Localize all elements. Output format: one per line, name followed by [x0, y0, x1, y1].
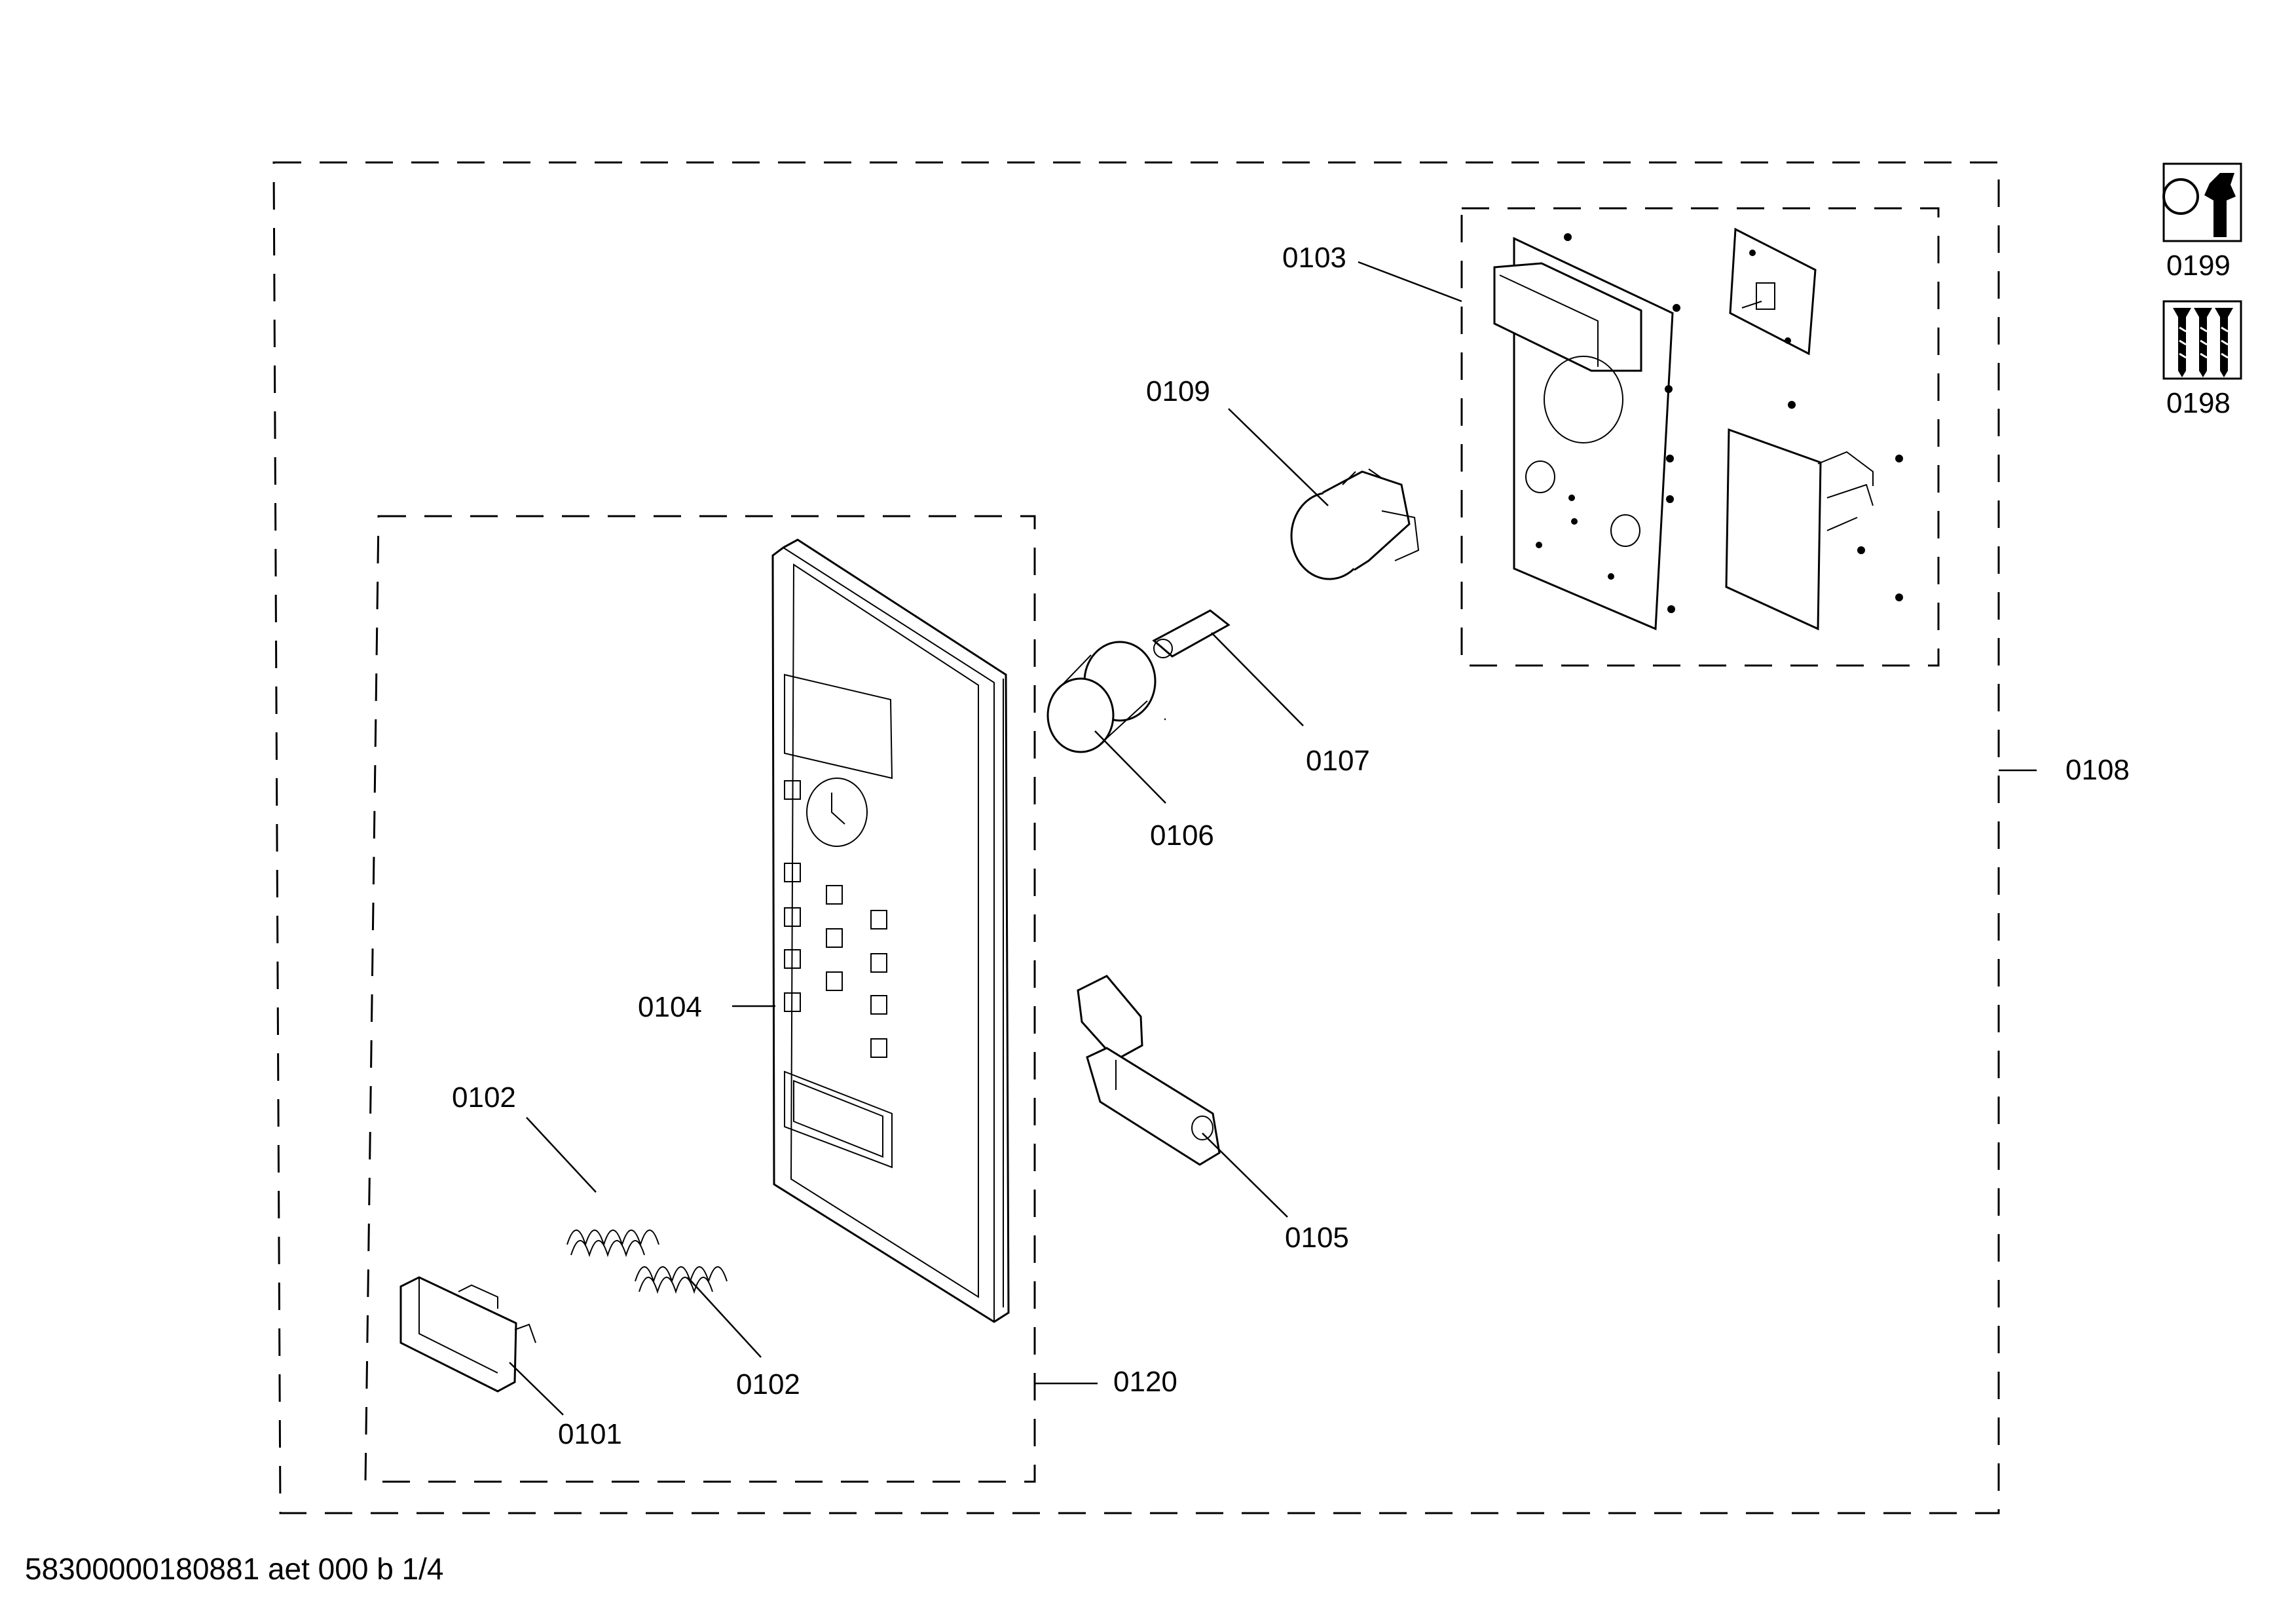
switch-bracket-0105	[1077, 975, 1221, 1166]
screws-icon	[2162, 300, 2242, 380]
shaft-0107	[1152, 609, 1231, 658]
label-0104: 0104	[638, 991, 702, 1023]
label-0108: 0108	[2065, 754, 2130, 786]
label-0120: 0120	[1113, 1366, 1177, 1398]
spring-0102-lower	[635, 1266, 728, 1294]
assembly-boundary-0108	[272, 161, 2000, 1514]
part-labels: 0103 0109 0104 0106 0107 0105 0108 0120 …	[452, 242, 2231, 1450]
control-board-0103	[1493, 227, 1903, 631]
label-0109: 0109	[1146, 375, 1210, 407]
label-0107: 0107	[1306, 745, 1370, 777]
assembly-boundary-0120	[364, 515, 1036, 1483]
assembly-boundary-0103	[1460, 207, 1940, 667]
label-0102-lower: 0102	[736, 1368, 800, 1400]
wrench-icon	[2162, 162, 2242, 242]
encoder-housing-0109	[1290, 468, 1420, 580]
panel-buttons	[784, 780, 887, 1058]
label-0198: 0198	[2166, 387, 2231, 419]
label-0103: 0103	[1282, 242, 1346, 274]
control-panel-0104	[771, 538, 1010, 1323]
leader-lines	[509, 261, 2037, 1416]
label-0101: 0101	[558, 1418, 622, 1450]
label-0105: 0105	[1285, 1222, 1349, 1254]
knob-0106	[1046, 641, 1157, 753]
label-0102-upper: 0102	[452, 1081, 516, 1114]
label-0106: 0106	[1150, 819, 1214, 852]
door-lever-0101	[399, 1276, 536, 1393]
spring-0102-upper	[566, 1229, 659, 1258]
label-0199: 0199	[2166, 250, 2231, 282]
document-id-footer: 58300000180881 aet 000 b 1/4	[25, 1552, 444, 1586]
